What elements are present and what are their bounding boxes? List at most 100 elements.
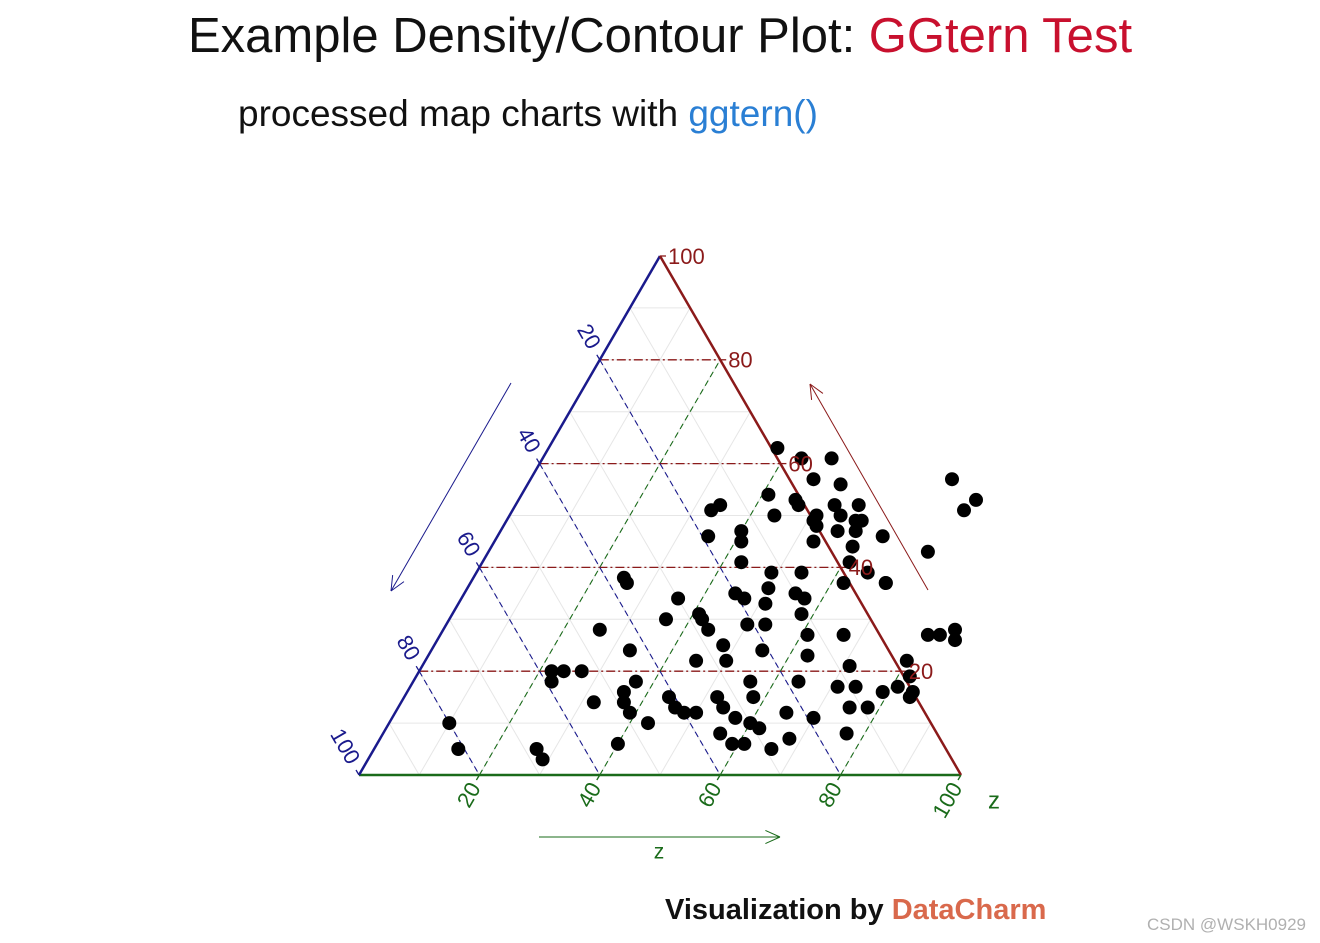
data-point — [574, 664, 589, 679]
data-point — [920, 544, 935, 559]
bottom-direction-arrow-head — [765, 830, 781, 838]
data-point — [899, 653, 914, 668]
chart-subtitle-main: processed map charts with — [238, 93, 689, 134]
minor-grid-line — [418, 307, 691, 776]
data-point — [764, 565, 779, 580]
credit-main: Visualization by — [665, 894, 892, 926]
bottom-tick-label: 20 — [452, 778, 486, 812]
left-tick-mark — [596, 354, 601, 361]
right-tick-label: 20 — [909, 659, 933, 684]
data-point — [442, 716, 457, 731]
data-point — [737, 736, 752, 751]
data-point — [668, 700, 683, 715]
data-point — [932, 627, 947, 642]
data-point — [836, 627, 851, 642]
right-tick-label: 100 — [668, 244, 705, 269]
data-point — [725, 736, 740, 751]
data-point — [662, 690, 676, 705]
data-point — [948, 622, 962, 637]
data-point — [719, 653, 734, 668]
data-point — [689, 653, 704, 668]
bottom-tick-label: 60 — [693, 778, 727, 812]
bottom-axis-label: z — [988, 787, 1000, 814]
data-point — [800, 648, 815, 663]
data-point — [945, 472, 959, 487]
right-direction-arrow-head — [809, 383, 824, 394]
data-point — [586, 695, 601, 710]
left-tick-label: 20 — [572, 320, 606, 354]
minor-grid-line — [539, 411, 751, 776]
credit-accent: DataCharm — [891, 894, 1047, 926]
data-point — [755, 643, 770, 658]
data-point — [692, 607, 707, 622]
data-point — [743, 674, 758, 689]
data-point — [842, 700, 857, 715]
bottom-tick-label: 100 — [927, 778, 967, 822]
data-point — [848, 679, 863, 694]
data-point — [824, 451, 839, 466]
data-point — [800, 627, 815, 642]
data-point — [616, 695, 631, 710]
data-point — [716, 700, 731, 715]
minor-grid-line — [388, 722, 420, 776]
data-point — [701, 622, 716, 637]
data-point — [794, 451, 809, 466]
data-point — [535, 752, 550, 767]
left-tick-label: 80 — [392, 631, 426, 665]
bottom-direction-arrow — [539, 830, 781, 844]
data-point — [689, 705, 704, 720]
data-point — [734, 534, 749, 549]
chart-subtitle: processed map charts with ggtern() — [238, 93, 818, 135]
data-point — [716, 638, 731, 653]
data-point — [451, 742, 466, 756]
data-point — [713, 498, 728, 513]
watermark: CSDN @WSKH0929 — [1147, 915, 1306, 934]
data-point — [556, 664, 571, 679]
minor-grid-line — [509, 515, 661, 776]
data-point — [728, 710, 743, 725]
data-point — [902, 690, 917, 705]
data-point — [836, 576, 851, 590]
data-point — [610, 736, 625, 751]
data-point — [878, 576, 893, 590]
data-point — [544, 664, 559, 679]
grid-layer — [388, 307, 932, 776]
data-point — [592, 622, 607, 637]
data-point — [788, 492, 803, 507]
data-point — [761, 581, 776, 596]
left-tick-label: 40 — [512, 423, 546, 457]
chart-subtitle-accent: ggtern() — [688, 93, 818, 134]
data-point — [860, 565, 875, 580]
data-point — [713, 726, 728, 741]
data-point — [797, 591, 812, 606]
bottom-tick-mark — [957, 774, 962, 781]
data-point — [622, 643, 637, 658]
data-point — [529, 742, 544, 756]
left-tick-mark — [415, 665, 420, 672]
data-point — [616, 685, 631, 699]
minor-grid-line — [779, 619, 872, 776]
data-point — [845, 539, 860, 554]
data-point — [806, 534, 821, 549]
left-direction-arrow-head — [390, 575, 394, 592]
left-tick-mark — [536, 458, 541, 464]
data-point — [794, 565, 809, 580]
data-point — [761, 487, 776, 502]
data-point — [740, 617, 755, 632]
data-point — [842, 555, 857, 570]
bottom-tick-mark — [596, 774, 601, 781]
data-point — [969, 492, 983, 507]
data-point — [746, 690, 761, 705]
bottom-tick-mark — [716, 774, 721, 781]
right-direction-arrow — [809, 383, 929, 591]
data-point — [833, 508, 848, 523]
credit-text: Visualization by DataCharm — [665, 894, 1046, 927]
minor-grid-line — [900, 722, 932, 776]
data-point — [902, 669, 917, 684]
right-direction-arrow-shaft — [809, 383, 929, 591]
right-tick-label: 60 — [788, 451, 812, 476]
minor-grid-line — [539, 463, 721, 776]
minor-grid-line — [629, 307, 902, 776]
left-tick-label: 60 — [452, 527, 486, 561]
data-point — [957, 503, 971, 518]
